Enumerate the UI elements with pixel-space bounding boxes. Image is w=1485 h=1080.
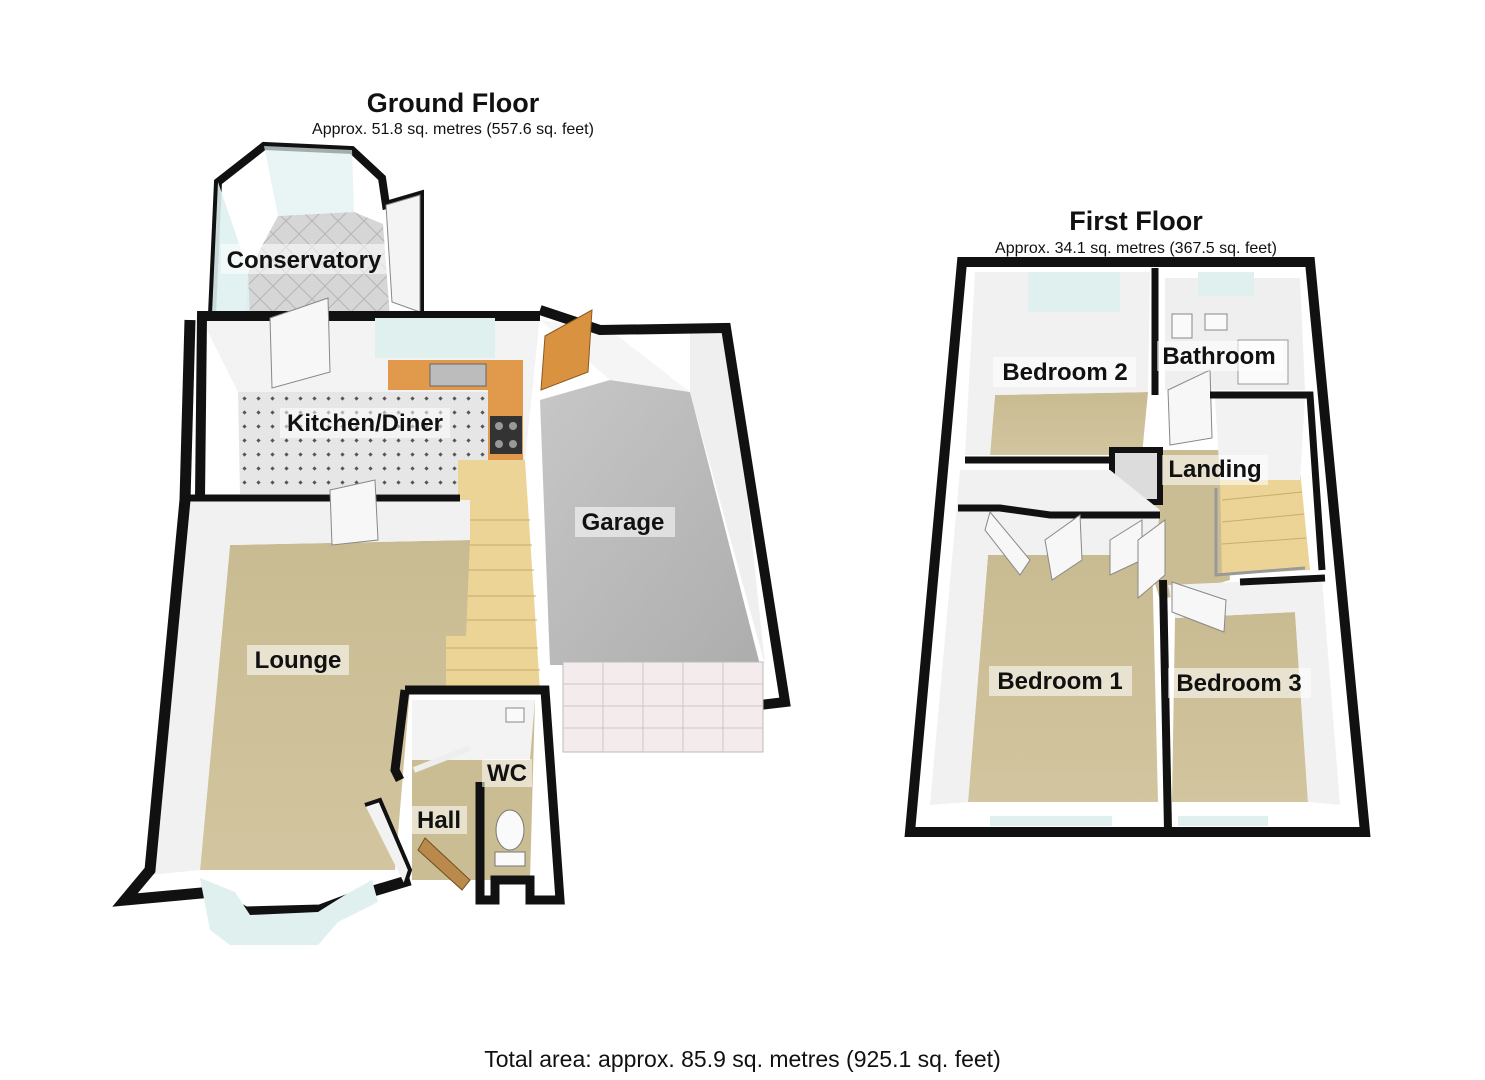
bedroom-1-entry-door bbox=[984, 510, 1031, 576]
bathroom-toilet bbox=[1171, 313, 1193, 339]
garage-side-door bbox=[540, 309, 593, 391]
kitchen-door bbox=[269, 297, 331, 389]
bedroom-3-window bbox=[1178, 816, 1268, 826]
bathroom-basin bbox=[1204, 313, 1228, 331]
wc-toilet bbox=[494, 809, 526, 867]
first-floor-area: Approx. 34.1 sq. metres (367.5 sq. feet) bbox=[995, 240, 1277, 257]
room-labels: Conservatory Kitchen/Diner Garage Lounge… bbox=[221, 244, 1311, 834]
label-landing: Landing bbox=[1168, 456, 1261, 483]
bedroom-2-window bbox=[1028, 272, 1120, 312]
ground-floor-title: Ground Floor bbox=[366, 88, 540, 118]
bedroom-3-door bbox=[1171, 581, 1227, 633]
label-lounge: Lounge bbox=[255, 647, 342, 674]
first-floor-plan bbox=[904, 257, 1371, 837]
label-garage: Garage bbox=[582, 509, 665, 536]
bedroom-1-wardrobe-door-left bbox=[1044, 514, 1083, 581]
bedroom-1-window bbox=[990, 816, 1112, 826]
label-bedroom-1: Bedroom 1 bbox=[997, 668, 1122, 695]
wc-basin bbox=[505, 707, 525, 723]
lounge-bay-window bbox=[200, 878, 378, 945]
label-bathroom: Bathroom bbox=[1162, 343, 1275, 370]
lounge-door bbox=[329, 479, 379, 546]
label-hall: Hall bbox=[417, 807, 461, 834]
label-bedroom-3: Bedroom 3 bbox=[1176, 670, 1301, 697]
label-wc: WC bbox=[487, 760, 527, 787]
garage-up-and-over-door bbox=[562, 661, 764, 753]
wc-hall-walls bbox=[405, 685, 565, 905]
label-conservatory: Conservatory bbox=[227, 247, 382, 274]
stair-balustrade bbox=[1214, 488, 1306, 577]
ground-floor-area: Approx. 51.8 sq. metres (557.6 sq. feet) bbox=[312, 121, 594, 138]
wc-door bbox=[412, 745, 472, 773]
bedroom-2-floor bbox=[990, 392, 1148, 455]
kitchen-window bbox=[375, 318, 495, 358]
hob bbox=[490, 416, 522, 454]
bedroom-3-floor bbox=[1172, 612, 1308, 802]
bathroom-door bbox=[1167, 369, 1213, 446]
lounge-floor bbox=[200, 540, 470, 870]
label-kitchen-diner: Kitchen/Diner bbox=[287, 410, 443, 437]
total-area: Total area: approx. 85.9 sq. metres (925… bbox=[484, 1046, 1001, 1072]
first-floor-title: First Floor bbox=[1069, 206, 1203, 236]
conservatory-door bbox=[385, 194, 421, 313]
hall-door-frame bbox=[364, 797, 413, 886]
first-floor-stairs bbox=[1220, 470, 1310, 575]
hall-front-door bbox=[417, 837, 471, 891]
bathroom-window bbox=[1198, 272, 1254, 296]
bedroom-1-door bbox=[1137, 519, 1166, 600]
sink bbox=[429, 363, 487, 387]
label-bedroom-2: Bedroom 2 bbox=[1002, 359, 1127, 386]
